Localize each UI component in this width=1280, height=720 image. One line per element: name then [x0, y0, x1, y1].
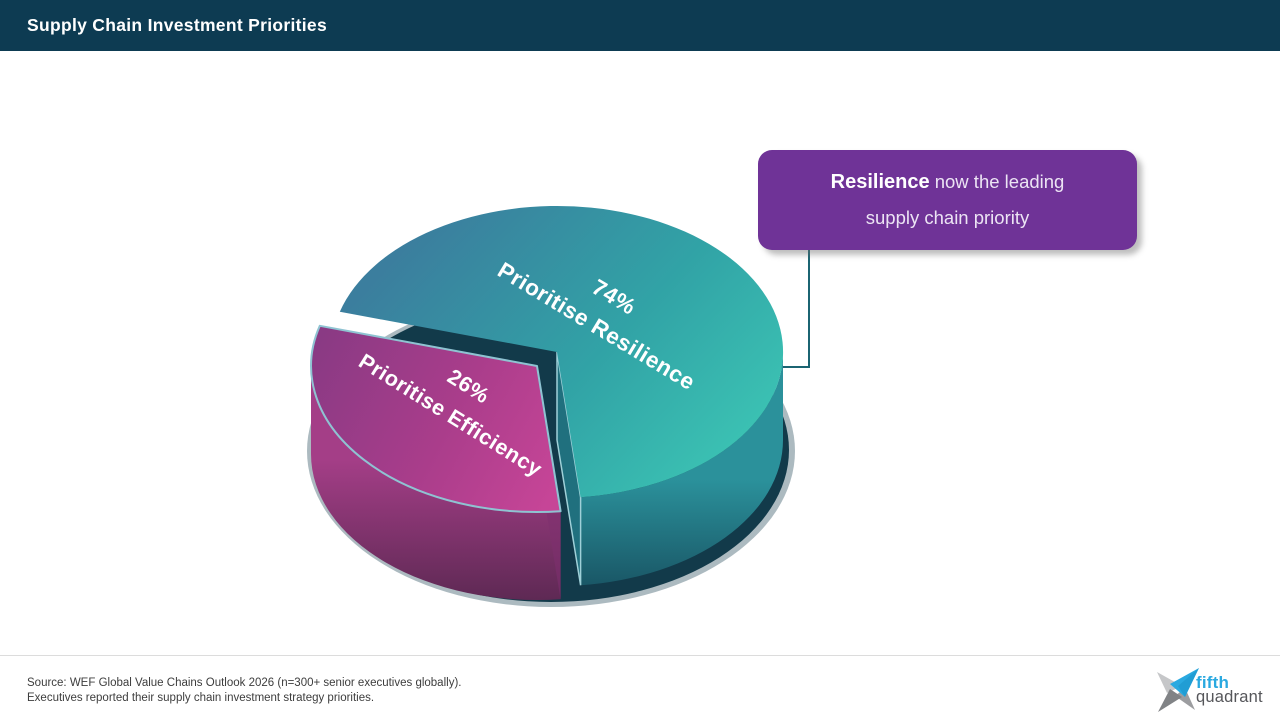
source-text-line-2: Executives reported their supply chain i…: [27, 692, 375, 704]
efficiency-slice-top: [310, 324, 562, 513]
logo-word-bottom: quadrant: [1196, 687, 1263, 706]
source-text: Source: WEF Global Value Chains Outlook …: [27, 676, 461, 706]
callout-box: Resilience now the leading supply chain …: [758, 150, 1137, 250]
callout-highlight: Resilience: [830, 171, 930, 193]
page-title: Supply Chain Investment Priorities: [27, 15, 327, 35]
footer-divider: [0, 655, 1280, 656]
logo-wordmark: fifth quadrant: [1196, 672, 1263, 706]
header-bar: Supply Chain Investment Priorities: [0, 0, 1280, 51]
fifthquadrant-logo: fifth quadrant: [1154, 664, 1263, 716]
source-text-line-1: Source: WEF Global Value Chains Outlook …: [27, 677, 462, 689]
efficiency-slice-side: [311, 366, 561, 600]
callout-connector-line: [779, 250, 810, 368]
callout-line-2: supply chain priority: [865, 207, 1030, 228]
callout-line-1: Resilience now the leading: [758, 164, 1137, 200]
logo-pinwheel-icon: [1157, 668, 1199, 712]
resilience-slice-side: [580, 352, 783, 586]
callout-rest: now the leading: [929, 171, 1065, 192]
logo-word-top: fifth: [1196, 672, 1230, 692]
resilience-slice-top: [339, 205, 784, 498]
